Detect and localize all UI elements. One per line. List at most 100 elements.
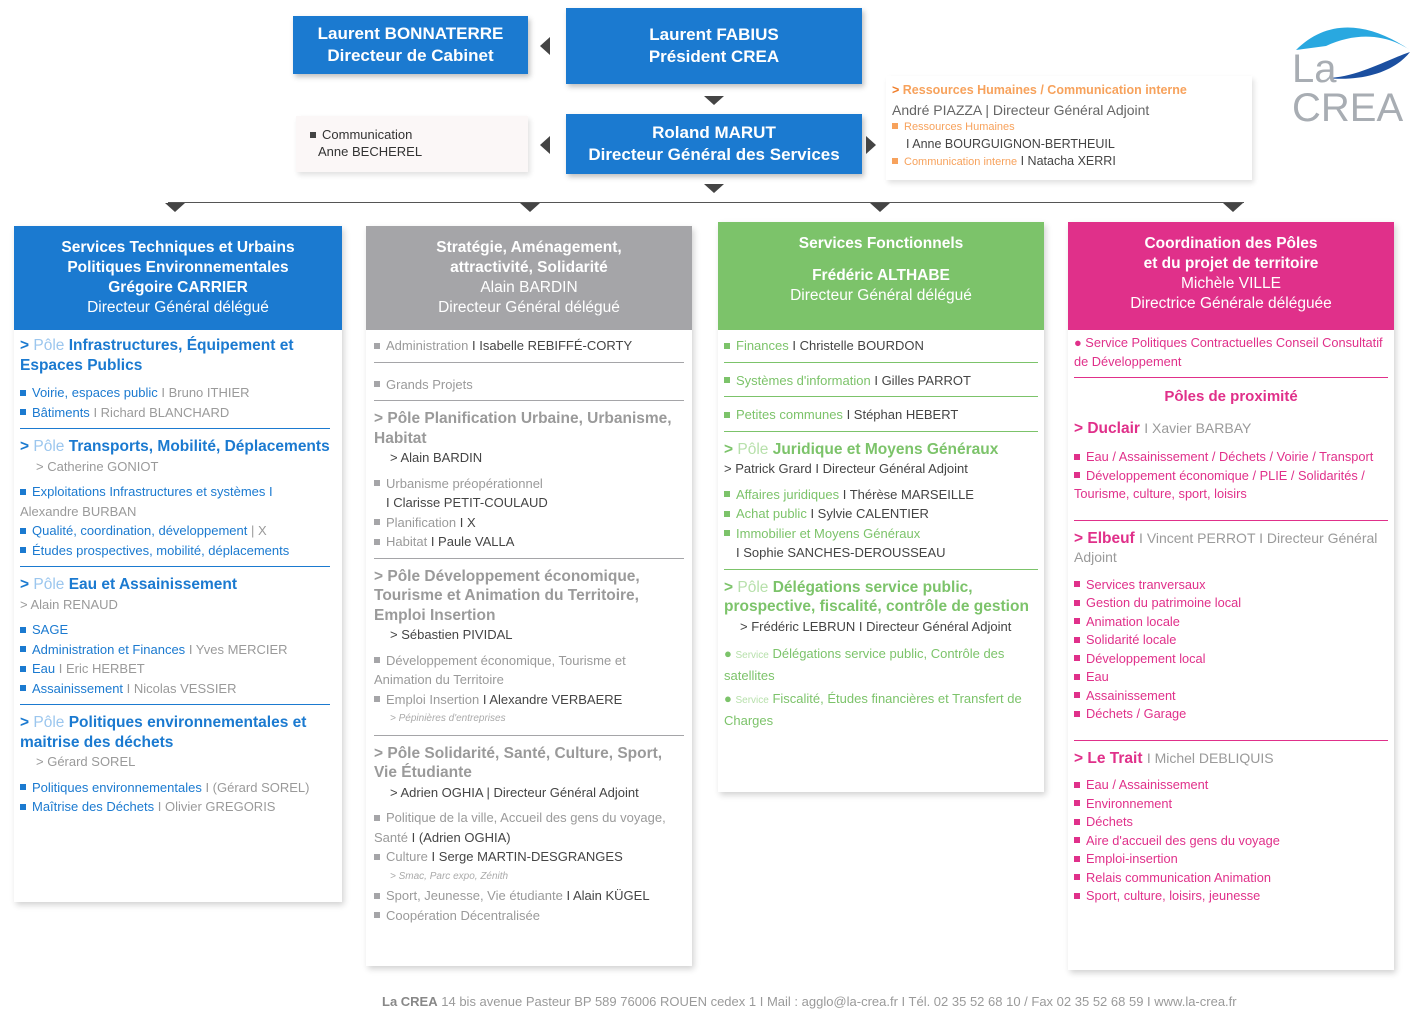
item-label: Sport, Jeunesse, Vie étudiante	[386, 888, 563, 903]
item-label: Environnement	[1086, 795, 1173, 811]
item-label: Bâtiments	[32, 404, 90, 420]
dgs-box: Roland MARUT Directeur Général des Servi…	[566, 114, 862, 174]
bullet-icon	[310, 131, 316, 138]
bullet-icon	[1074, 581, 1080, 588]
item-person: I Gilles PARROT	[874, 372, 971, 388]
item-label: Politique de la ville, Accueil des gens …	[374, 810, 666, 845]
divider	[1074, 377, 1388, 378]
pole-title: > Pôle Juridique et Moyens Généraux	[724, 440, 999, 458]
divider	[724, 361, 1038, 363]
bullet-icon	[1074, 472, 1080, 479]
item-person: I Sylvie CALENTIER	[810, 506, 929, 521]
communication-label: Communication	[322, 127, 413, 142]
column-body: ● Service Politiques Contractuelles Cons…	[1068, 334, 1394, 906]
footer-contact: I Mail : agglo@la-crea.fr I Tél. 02 35 5…	[759, 994, 1237, 1009]
header-line: Stratégie, Aménagement,	[436, 239, 622, 256]
header-line: Politiques Environnementales	[67, 259, 289, 276]
item-label: Finances	[736, 338, 789, 353]
item-person: I Yves MERCIER	[188, 641, 288, 657]
pole-title: > Pôle Transports, Mobilité, Déplacement…	[20, 438, 330, 455]
pole-title: > Elbeuf I Vincent PERROT I Directeur Gé…	[1074, 529, 1378, 566]
pole-person: > Catherine GONIOT	[36, 458, 159, 474]
item-label: Déchets / Garage	[1086, 706, 1187, 721]
item-label: Culture	[386, 849, 428, 864]
wave-icon	[1296, 27, 1410, 79]
header-role: Directeur Général délégué	[87, 299, 269, 316]
item-label: Délégations service public, Contrôle des…	[724, 646, 1005, 683]
ci-person: I Natacha XERRI	[1020, 154, 1116, 168]
divider	[724, 396, 1038, 397]
footer: La CREA 14 bis avenue Pasteur BP 589 760…	[382, 994, 1237, 1009]
list-item: Animation locale	[1074, 613, 1388, 632]
bullet-icon	[892, 157, 898, 164]
pole-person: > Alain RENAUD	[20, 596, 118, 612]
bullet-icon	[374, 814, 380, 821]
item-person: I Bruno ITHIER	[161, 385, 250, 400]
bullet-icon	[1074, 692, 1080, 699]
pole-title: > Le Trait I Michel DEBLIQUIS	[1074, 749, 1274, 767]
cabinet-name: Laurent BONNATERRE	[317, 24, 504, 43]
bullet-icon	[20, 646, 26, 653]
divider	[20, 566, 330, 567]
column-header: Stratégie, Aménagement, attractivité, So…	[366, 226, 692, 330]
bullet-icon	[1074, 618, 1080, 625]
item-label: Fiscalité, Études financières et Transfe…	[724, 691, 1022, 728]
item-label: Développement local	[1086, 650, 1206, 666]
bullet-icon	[1074, 599, 1080, 606]
header-line: Services Techniques et Urbains	[61, 239, 295, 256]
pole-person: > Patrick Grard I Directeur Général Adjo…	[724, 461, 968, 476]
pole-title: > Pôle Développement économique, Tourism…	[374, 567, 640, 624]
bullet-icon	[374, 342, 380, 349]
item-label: Voirie, espaces public	[32, 385, 158, 400]
divider	[1074, 739, 1388, 741]
item-label: Administration	[386, 338, 469, 353]
column-body: Finances I Christelle BOURDON Systèmes d…	[718, 336, 1044, 730]
item-label: Urbanisme préopérationnel	[386, 475, 543, 491]
arrow-down-icon	[704, 96, 724, 105]
bullet-icon: ●	[724, 691, 736, 706]
bullet-icon	[20, 665, 26, 672]
communication-person: Anne BECHEREL	[318, 144, 423, 159]
header-director: Alain BARDIN	[480, 279, 578, 296]
item-label: Maîtrise des Déchets	[32, 799, 155, 814]
item-person: I (Adrien OGHIA)	[411, 829, 511, 845]
bullet-icon	[1074, 655, 1080, 662]
bullet-icon	[374, 381, 380, 388]
item-label: Emploi Insertion	[386, 691, 480, 707]
item-label: Gestion du patrimoine local	[1086, 595, 1242, 610]
item-person: Alexandre BURBAN	[20, 503, 137, 519]
bullet-icon	[724, 342, 730, 349]
item-label: Développement économique, Tourisme et An…	[374, 652, 626, 688]
header-line: Services Fonctionnels	[798, 235, 964, 252]
item-label: Aire d'accueil des gens du voyage	[1086, 832, 1280, 848]
item-person: I X	[459, 514, 476, 530]
bullet-icon	[1074, 800, 1080, 807]
bullet-icon	[20, 389, 26, 396]
item-label: SAGE	[32, 622, 69, 637]
item-label: Service Politiques Contractuelles Consei…	[1074, 335, 1383, 369]
bullet-icon	[374, 519, 380, 526]
crea-logo: La CREA	[1286, 20, 1412, 135]
item-person: I Alexandre VERBAERE	[482, 691, 623, 707]
footer-brand: La CREA	[382, 994, 438, 1009]
item-label: Grands Projets	[386, 376, 473, 392]
item-label: Assainissement	[32, 680, 124, 696]
bullet-icon	[374, 696, 380, 703]
item-person: I Serge MARTIN-DESGRANGES	[431, 849, 623, 864]
item-note: > Smac, Parc expo, Zénith	[390, 870, 509, 882]
list-item: Eau / Assainissement	[1074, 776, 1388, 795]
bullet-icon	[1074, 874, 1080, 881]
pole-title: > Pôle Solidarité, Santé, Culture, Sport…	[374, 744, 663, 782]
list-item: Emploi-insertion	[1074, 850, 1388, 869]
item-label: Eau / Assainissement / Déchets / Voirie …	[1086, 449, 1374, 464]
item-note: Service	[735, 650, 769, 661]
cabinet-box: Laurent BONNATERRE Directeur de Cabinet	[293, 16, 528, 74]
bullet-icon	[20, 409, 26, 416]
pole-person: > Gérard SOREL	[36, 754, 136, 769]
bullet-icon	[724, 491, 730, 498]
item-label: Eau	[1086, 669, 1109, 684]
column-strategie: Stratégie, Aménagement, attractivité, So…	[366, 226, 692, 966]
item-label: Emploi-insertion	[1086, 851, 1178, 866]
item-label: Services tranversaux	[1086, 576, 1206, 592]
pole-person: > Alain BARDIN	[390, 450, 483, 465]
